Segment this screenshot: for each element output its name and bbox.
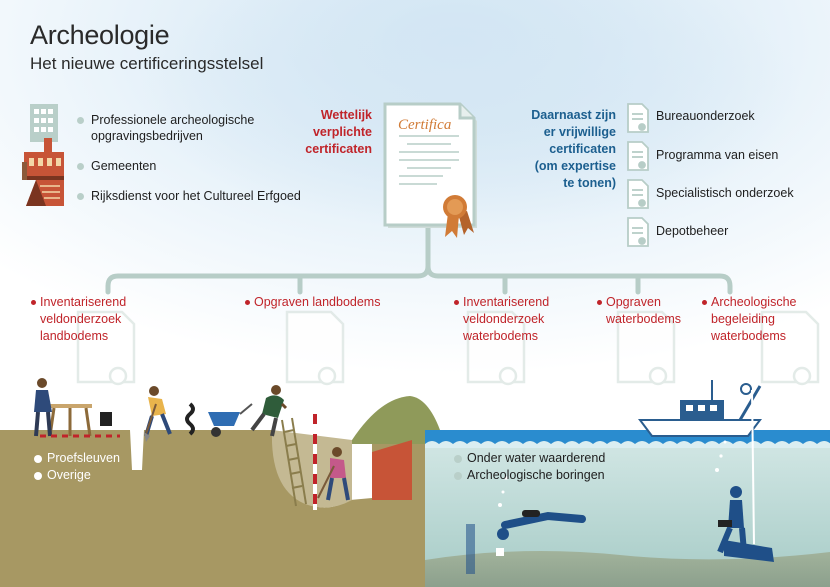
- category-opgraven-landbodems: Opgraven landbodems: [244, 294, 381, 311]
- excavator-figure: [250, 385, 288, 437]
- category-line: Archeologische: [711, 295, 797, 309]
- bore-pipe-icon: [466, 524, 475, 574]
- voluntary-certificate-icons: [627, 103, 649, 247]
- category-tree-connector: [105, 225, 733, 295]
- voluntary-label-line: certificaten: [549, 142, 616, 156]
- agency-building-icon: [26, 180, 64, 206]
- water-method-waarderend: Onder water waarderend: [453, 451, 606, 465]
- category-line: veldonderzoek: [40, 312, 122, 326]
- town-hall-icon: [22, 138, 64, 180]
- voluntary-item-specialistisch: Specialistisch onderzoek: [656, 186, 794, 200]
- voluntary-item-programma: Programma van eisen: [656, 148, 779, 162]
- land-method-overige: Overige: [34, 468, 91, 482]
- category-opgraven-waterbodems: Opgraven waterbodems: [596, 294, 682, 328]
- voluntary-label-line: er vrijwillige: [543, 125, 616, 139]
- org-label-line: Gemeenten: [91, 159, 157, 173]
- org-label-line: Rijksdienst voor het Cultureel Erfgoed: [91, 189, 301, 203]
- category-line: waterbodems: [606, 312, 682, 326]
- legal-certificates-label: Wettelijk verplichte certificaten: [262, 107, 372, 158]
- legal-label-line: Wettelijk: [320, 108, 372, 122]
- legal-label-line: certificaten: [305, 142, 372, 156]
- category-line: waterbodems: [463, 329, 539, 343]
- diver-2-figure: [717, 486, 774, 562]
- diver-figure: [496, 510, 586, 556]
- org-label-gemeenten: Gemeenten: [76, 158, 157, 174]
- category-begeleiding-waterbodems: Archeologische begeleiding waterbodems: [701, 294, 797, 345]
- org-label-rijksdienst: Rijksdienst voor het Cultureel Erfgoed: [77, 188, 301, 204]
- water-method-boringen: Archeologische boringen: [454, 468, 605, 482]
- category-ivo-waterbodems: Inventariserend veldonderzoek waterbodem…: [453, 294, 550, 345]
- diving-line: [751, 389, 755, 545]
- page-subtitle: Het nieuwe certificeringsstelsel: [30, 54, 264, 73]
- boat-icon: [638, 380, 762, 437]
- voluntary-label-line: Daarnaast zijn: [531, 108, 616, 122]
- soil-hill: [352, 396, 440, 444]
- voluntary-label-line: (om expertise: [534, 159, 616, 173]
- ladder-icon: [281, 417, 307, 507]
- seabed: [425, 551, 830, 587]
- org-label-bedrijven: Professionele archeologische opgravingsb…: [76, 112, 255, 144]
- land-soil: [0, 430, 425, 587]
- wave-line: [425, 441, 830, 448]
- land-method-proefsleuven: Proefsleuven: [34, 451, 120, 465]
- category-line: Opgraven: [606, 295, 661, 309]
- voluntary-label-line: te tonen): [563, 176, 616, 190]
- certificate-heading: Certifica: [398, 117, 451, 133]
- category-certificate-watermarks: [76, 310, 820, 386]
- legal-label-line: verplichte: [312, 125, 372, 139]
- voluntary-item-bureauonderzoek: Bureauonderzoek: [656, 109, 755, 123]
- category-line: landbodems: [40, 329, 109, 343]
- category-line: waterbodems: [711, 329, 787, 343]
- page-title: Archeologie: [30, 20, 170, 50]
- pit-digger-figure: [317, 447, 350, 501]
- category-line: Opgraven landbodems: [254, 295, 381, 309]
- org-label-line: Professionele archeologische: [91, 113, 255, 127]
- voluntary-item-depotbeheer: Depotbeheer: [656, 224, 729, 238]
- category-line: veldonderzoek: [463, 312, 545, 326]
- excavation-wall: [372, 440, 412, 500]
- rosette-seal-icon: [443, 195, 474, 238]
- category-line: Inventariserend: [40, 295, 127, 309]
- category-line: Inventariserend: [463, 295, 550, 309]
- digger-figure: [144, 386, 172, 442]
- measuring-pole-icon: [313, 410, 317, 510]
- category-ivo-landbodems: Inventariserend veldonderzoek landbodems: [30, 294, 127, 345]
- bubbles-decoration: [498, 440, 727, 507]
- voluntary-certificates-label: Daarnaast zijn er vrijwillige certificat…: [492, 107, 616, 192]
- certificate-icon: [383, 102, 477, 228]
- category-line: begeleiding: [711, 312, 775, 326]
- org-label-line: opgravingsbedrijven: [91, 129, 203, 143]
- wheelbarrow-figure: [185, 402, 253, 437]
- office-building-icon: [30, 104, 58, 142]
- surveyor-figure: [34, 378, 120, 438]
